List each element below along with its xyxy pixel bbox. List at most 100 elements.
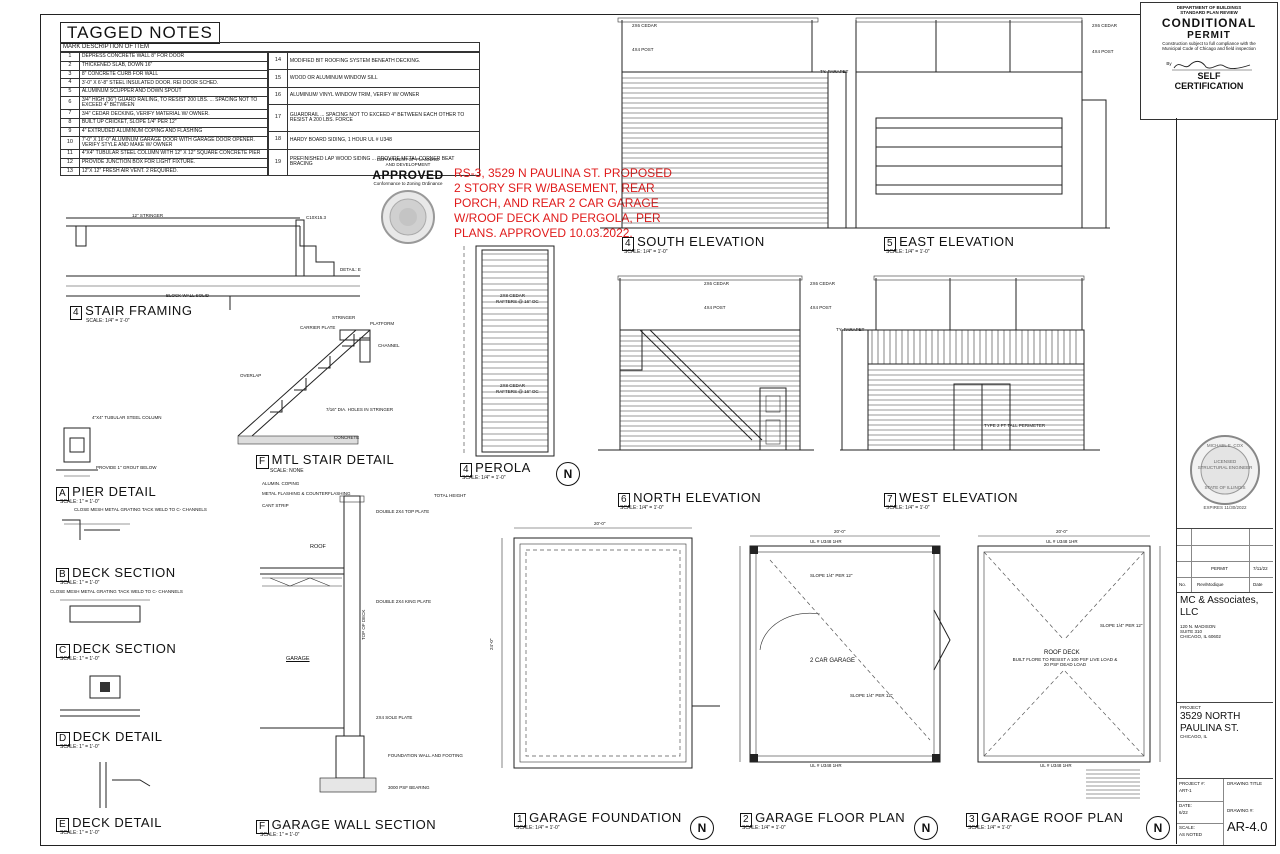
deck-d-scale: SCALE: 1" = 1'-0" bbox=[60, 744, 100, 750]
garage-foundation-drawing bbox=[501, 527, 720, 769]
north-arrow-icon: N bbox=[556, 462, 580, 486]
rev-date: 7/11/22 bbox=[1253, 566, 1268, 571]
callout-pier-column: 4"X4" TUBULAR STEEL COLUMN bbox=[92, 415, 162, 420]
sheet-border bbox=[40, 14, 1276, 846]
deck-b-num: B bbox=[56, 568, 70, 582]
callout-slope-b: SLOPE 1/4" PER 12" bbox=[850, 693, 893, 698]
note-text: 12"X 12" FRESH AIR VENT. 2 REQUIRED. bbox=[78, 166, 269, 177]
east-scale: SCALE: 1/4" = 1'-0" bbox=[886, 249, 930, 255]
scale-value: AS NOTED bbox=[1179, 832, 1203, 837]
firm-block: MC & Associates, LLC 120 N. MADISON SUIT… bbox=[1177, 592, 1273, 702]
west-title: WEST ELEVATION bbox=[899, 490, 1019, 505]
roof-title: GARAGE ROOF PLAN bbox=[981, 810, 1124, 825]
project-line1: 3529 NORTH bbox=[1180, 710, 1241, 722]
callout-cedar-2x8: 2X8 CEDAR bbox=[500, 293, 526, 298]
rev-col-date: Date bbox=[1253, 582, 1263, 587]
callout-cant-strip: CANT STRIP bbox=[262, 503, 289, 508]
north-arrow-icon: N bbox=[1146, 816, 1170, 840]
deck-d-title: DECK DETAIL bbox=[72, 729, 163, 744]
garage-wall-title: GARAGE WALL SECTION bbox=[271, 817, 437, 832]
callout-dim-floor: 20'-0" bbox=[834, 529, 846, 534]
callout-door-note: TYPE 2 FT TALL PERIMETER bbox=[984, 423, 1046, 428]
callout-total-height: TOTAL HEIGHT bbox=[434, 493, 467, 498]
callout-parapet-south: TY. PARAPET bbox=[820, 69, 849, 74]
seal-line3: STRUCTURAL ENGINEER bbox=[1197, 465, 1253, 470]
callout-pier-grout: PROVIDE 1" GROUT BELOW bbox=[96, 465, 157, 470]
permit-stamp-cert2: CERTIFICATION bbox=[1174, 80, 1244, 91]
garage-wall-scale: SCALE: 1" = 1'-0" bbox=[260, 832, 300, 838]
foundation-scale: SCALE: 1/4" = 1'-0" bbox=[516, 825, 560, 831]
stair-framing-title: STAIR FRAMING bbox=[85, 303, 193, 318]
floor-title: GARAGE FLOOR PLAN bbox=[755, 810, 906, 825]
perola-title: PEROLA bbox=[475, 460, 531, 475]
permit-stamp-cert1: SELF bbox=[1197, 70, 1221, 81]
callout-ul-d: UL # U348 1HR bbox=[1040, 763, 1072, 768]
stair-framing-drawing bbox=[66, 217, 360, 310]
mtl-stair-title: MTL STAIR DETAIL bbox=[271, 452, 395, 467]
callout-dim-foundation: 20'-0" bbox=[594, 521, 606, 526]
signature-icon bbox=[1171, 60, 1252, 71]
permit-stamp-status2: PERMIT bbox=[1187, 29, 1231, 41]
garage-roof-plan-drawing bbox=[977, 535, 1161, 799]
tagged-notes-title: TAGGED NOTES bbox=[60, 22, 220, 44]
conditional-permit-stamp: DEPARTMENT OF BUILDINGS STANDARD PLAN RE… bbox=[1140, 2, 1278, 120]
callout-stringer-12: 12" STRINGER bbox=[132, 213, 164, 218]
callout-carrier-plate: CARRIER PLATE bbox=[300, 325, 336, 330]
callout-slope-a: SLOPE 1/4" PER 12" bbox=[810, 573, 853, 578]
callout-detail-e: DETAIL: E bbox=[340, 267, 361, 272]
east-elevation-drawing bbox=[840, 17, 1110, 229]
note-text: DEPRESS CONCRETE WALL 8" FOR DOOR bbox=[78, 52, 269, 62]
foundation-title: GARAGE FOUNDATION bbox=[529, 810, 682, 825]
note-text: PREFINISHED LAP WOOD SIDING ... PROVIDE … bbox=[286, 148, 481, 177]
note-text: PROVIDE JUNCTION BOX FOR LIGHT FIXTURE. bbox=[78, 157, 269, 168]
revision-table: PERMIT 7/11/22 No. Rev/Modique Date bbox=[1177, 528, 1273, 593]
callout-concrete: CONCRETE bbox=[334, 435, 360, 440]
callout-rafters-b: RAFTERS @ 16" OC bbox=[496, 389, 539, 394]
callout-channel: CHANNEL bbox=[378, 343, 400, 348]
callout-roof-deck: ROOF DECK bbox=[1044, 650, 1080, 656]
north-elevation-drawing bbox=[598, 275, 814, 451]
callout-foundation-wall: FOUNDATION WALL AND FOOTING bbox=[388, 753, 463, 758]
callout-garage-word: GARAGE bbox=[286, 656, 310, 662]
perola-drawing bbox=[463, 245, 555, 457]
callout-dim-roof: 20'-0" bbox=[1056, 529, 1068, 534]
callout-slope-c: SLOPE 1/4" PER 12" bbox=[1100, 623, 1143, 628]
project-line3: CHICAGO, IL bbox=[1180, 733, 1208, 739]
north-title: NORTH ELEVATION bbox=[633, 490, 762, 505]
callout-parapet-west: TY. PARAPET bbox=[836, 327, 865, 332]
deck-d-drawing bbox=[60, 675, 140, 717]
perola-num: 4 bbox=[460, 463, 473, 477]
north-arrow-icon: N bbox=[914, 816, 938, 840]
east-num: 5 bbox=[884, 237, 897, 251]
callout-aluminum-coping: ALUMIN. COPING bbox=[262, 481, 300, 486]
callout-ul-b: UL # U348 1HR bbox=[810, 763, 842, 768]
deck-c-scale: SCALE: 1" = 1'-0" bbox=[60, 656, 100, 662]
deck-e-drawing bbox=[99, 762, 151, 808]
date-value: 6/22 bbox=[1179, 810, 1188, 815]
planning-seal-icon bbox=[381, 189, 435, 244]
pier-num: A bbox=[56, 487, 70, 501]
south-title: SOUTH ELEVATION bbox=[637, 234, 765, 249]
callout-roof-deck-note: BUILT FLORE TO RESIST A 100 PSF LIVE LOA… bbox=[1012, 657, 1118, 667]
pier-scale: SCALE: 1" = 1'-0" bbox=[60, 499, 100, 505]
note-text: 4" EXTRUDED ALUMINUM COPING AND FLASHING bbox=[78, 126, 269, 137]
callout-top-of-deck: TOP OF DECK bbox=[361, 609, 366, 640]
note-text: ALUMINUM SCUPPER AND DOWN SPOUT bbox=[78, 87, 269, 97]
roof-num: 3 bbox=[966, 813, 979, 827]
